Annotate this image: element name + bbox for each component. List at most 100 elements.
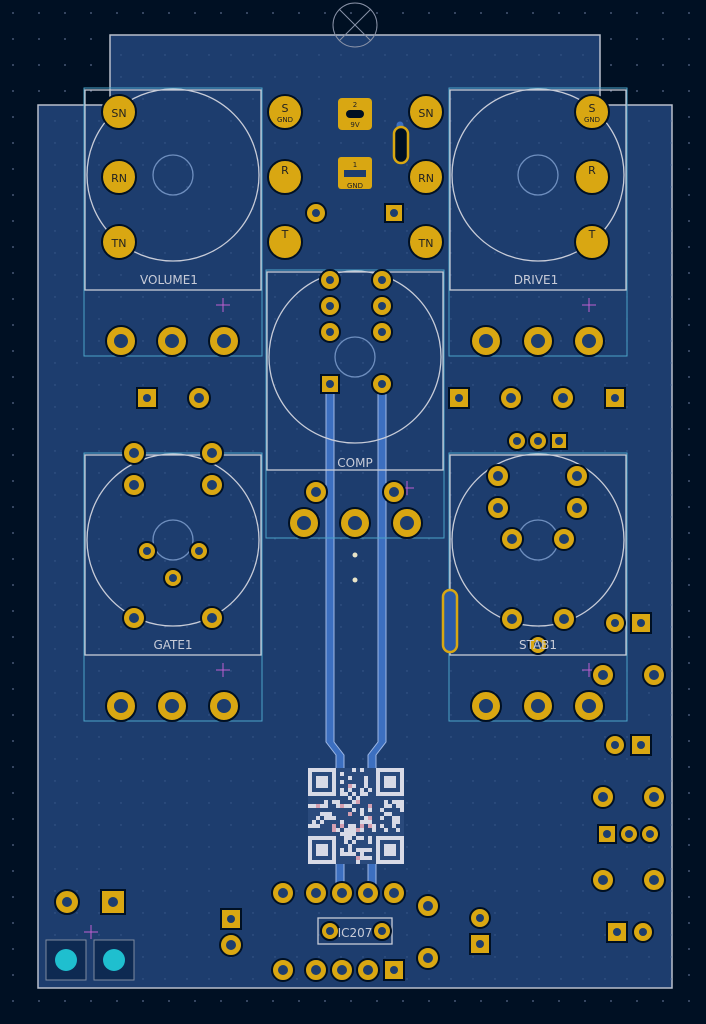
qr-module — [348, 848, 352, 852]
qr-module — [316, 816, 320, 820]
pad-hole — [598, 875, 608, 885]
qr-module — [352, 768, 356, 772]
qr-module — [360, 820, 364, 824]
pad-hole — [165, 699, 179, 713]
pad-hole — [363, 888, 373, 898]
qr-module — [384, 828, 388, 832]
qr-module — [324, 816, 328, 820]
qr-module — [340, 848, 344, 852]
svg-text:R: R — [281, 164, 289, 177]
pad — [267, 94, 303, 130]
pad-hole — [572, 471, 582, 481]
pad-hole — [114, 699, 128, 713]
qr-module — [396, 804, 400, 808]
qr-module — [348, 844, 352, 848]
qr-module — [340, 852, 344, 856]
qr-module — [344, 836, 348, 840]
svg-text:SN: SN — [111, 107, 126, 120]
qr-module — [352, 792, 356, 796]
svg-text:TN: TN — [111, 237, 127, 250]
qr-module — [356, 836, 360, 840]
qr-module — [336, 804, 340, 808]
qr-module — [388, 804, 392, 808]
qr-module — [388, 812, 392, 816]
qr-module — [340, 792, 344, 796]
qr-module — [344, 852, 348, 856]
pad-hole — [649, 875, 659, 885]
qr-module — [348, 852, 352, 856]
qr-module — [312, 820, 316, 824]
qr-module — [308, 824, 312, 828]
qr-module — [364, 820, 368, 824]
pad-hole — [559, 534, 569, 544]
qr-module — [348, 812, 352, 816]
qr-module — [348, 836, 352, 840]
qr-module — [340, 788, 344, 792]
qr-module — [348, 832, 352, 836]
qr-module — [356, 796, 360, 800]
pad-hole — [534, 641, 542, 649]
svg-text:T: T — [588, 228, 596, 241]
qr-module — [348, 804, 352, 808]
qr-module — [348, 824, 352, 828]
power-pad-gnd: 1 GND — [338, 157, 372, 190]
svg-text:GND: GND — [584, 116, 600, 124]
qr-module — [368, 804, 372, 808]
qr-module — [352, 840, 356, 844]
label-gate: GATE1 — [153, 638, 192, 652]
pad-hole — [390, 966, 398, 974]
qr-module — [336, 800, 340, 804]
pad-hole — [378, 927, 386, 935]
pad-hole — [143, 394, 151, 402]
qr-module — [320, 812, 324, 816]
qr-module — [368, 788, 372, 792]
qr-module — [396, 820, 400, 824]
pad — [101, 159, 137, 195]
qr-module — [340, 820, 344, 824]
qr-module — [356, 860, 360, 864]
svg-text:1: 1 — [353, 161, 357, 169]
pad-hole — [506, 393, 516, 403]
qr-module — [336, 828, 340, 832]
qr-module — [368, 856, 372, 860]
qr-module — [384, 800, 388, 804]
qr-module — [348, 796, 352, 800]
pad-hole — [603, 830, 611, 838]
pad-hole — [389, 888, 399, 898]
qr-module — [360, 856, 364, 860]
pad-hole — [217, 699, 231, 713]
qr-module — [360, 836, 364, 840]
pad-hole — [278, 888, 288, 898]
pad — [408, 224, 444, 260]
qr-module — [344, 832, 348, 836]
qr-module — [392, 816, 396, 820]
qr-module — [352, 800, 356, 804]
pad-hole — [311, 888, 321, 898]
pad — [408, 94, 444, 130]
svg-text:GND: GND — [277, 116, 293, 124]
qr-module — [356, 828, 360, 832]
pad-hole — [326, 276, 334, 284]
qr-module — [324, 800, 328, 804]
pad-hole — [534, 437, 542, 445]
pad-hole — [558, 393, 568, 403]
qr-module — [368, 848, 372, 852]
pad-hole — [129, 480, 139, 490]
pad-hole — [613, 928, 621, 936]
svg-text:S: S — [282, 102, 289, 115]
pad-hole — [194, 393, 204, 403]
power-pad-9v: 2 9V — [338, 98, 372, 130]
pad-hole — [455, 394, 463, 402]
silkscreen — [84, 88, 627, 945]
qr-module — [312, 804, 316, 808]
teal-vias — [45, 939, 135, 981]
qr-code — [308, 768, 404, 864]
qr-module — [324, 812, 328, 816]
label-volume: VOLUME1 — [140, 273, 198, 287]
qr-module — [344, 792, 348, 796]
svg-text:9V: 9V — [350, 121, 359, 129]
qr-module — [340, 824, 344, 828]
pad-hole — [390, 209, 398, 217]
pad-hole — [476, 940, 484, 948]
qr-module — [360, 852, 364, 856]
